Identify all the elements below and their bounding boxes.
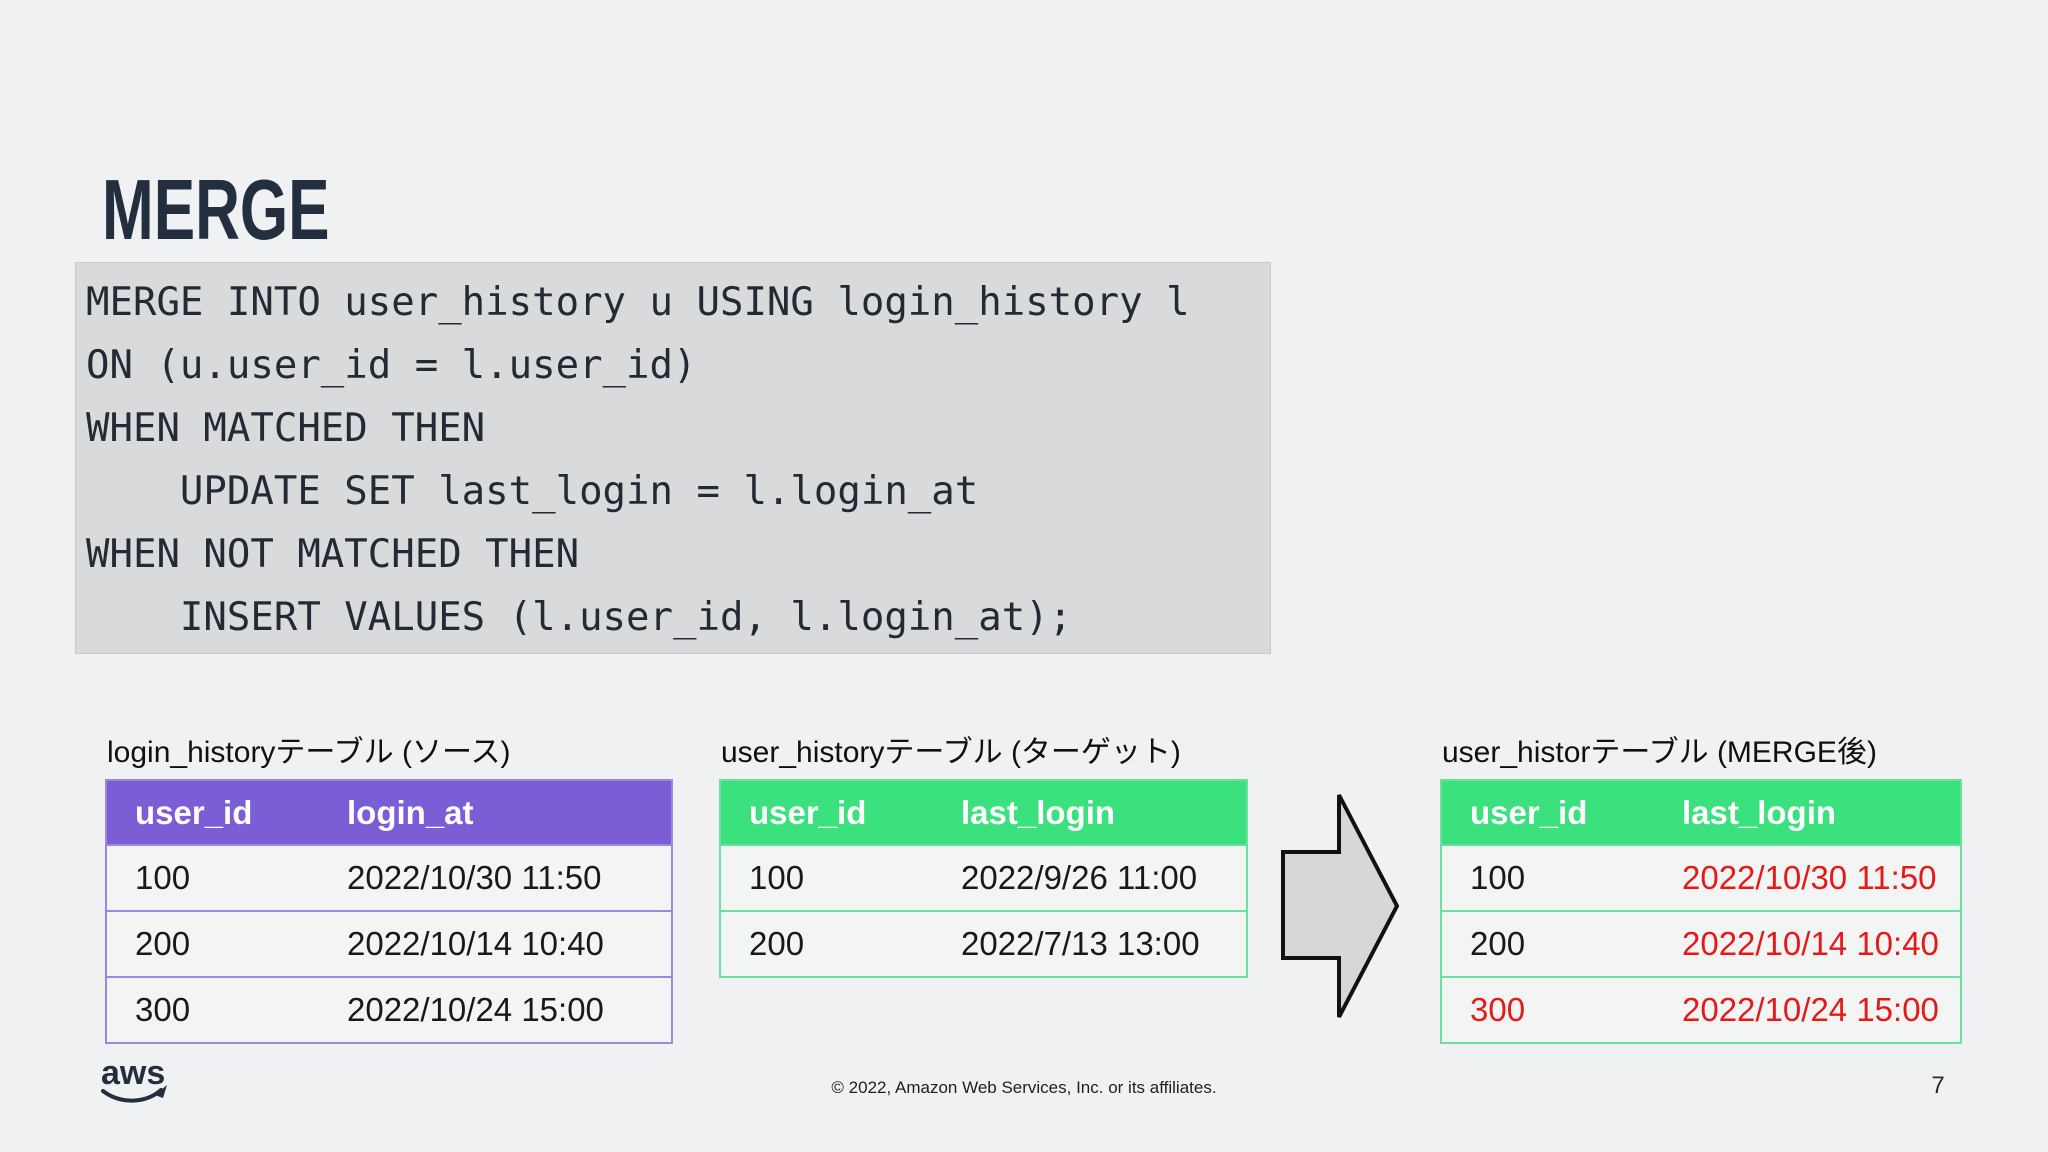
table-cell: 300	[1441, 976, 1654, 1043]
column-header: user_id	[720, 780, 933, 845]
sql-code: MERGE INTO user_history u USING login_hi…	[86, 280, 1190, 640]
column-header: user_id	[1441, 780, 1654, 845]
table-cell: 300	[106, 976, 319, 1043]
aws-logo: aws	[101, 1054, 167, 1103]
table-cell: 2022/7/13 13:00	[933, 910, 1247, 977]
page-title: MERGE	[102, 163, 330, 258]
table-cell: 200	[720, 910, 933, 977]
table-cell: 2022/10/30 11:50	[319, 844, 672, 911]
table-cell: 2022/10/14 10:40	[319, 910, 672, 977]
table-cell: 2022/10/24 15:00	[1654, 976, 1961, 1043]
aws-smile-icon	[101, 1088, 163, 1103]
column-header: user_id	[106, 780, 319, 845]
table-cell: 2022/9/26 11:00	[933, 844, 1247, 911]
target-table-title: user_historyテーブル (ターゲット)	[721, 736, 1181, 769]
table-cell: 2022/10/14 10:40	[1654, 910, 1961, 977]
table-cell: 2022/10/24 15:00	[319, 976, 672, 1043]
source-table-title: login_historyテーブル (ソース)	[107, 736, 511, 769]
page-number: 7	[1931, 1072, 1945, 1099]
table-cell: 200	[106, 910, 319, 977]
table-cell: 100	[1441, 844, 1654, 911]
column-header: last_login	[933, 780, 1247, 845]
copyright-text: © 2022, Amazon Web Services, Inc. or its…	[831, 1078, 1217, 1097]
table-cell: 100	[106, 844, 319, 911]
column-header: login_at	[319, 780, 672, 845]
column-header: last_login	[1654, 780, 1961, 845]
sql-code-block: MERGE INTO user_history u USING login_hi…	[75, 262, 1271, 654]
table-cell: 100	[720, 844, 933, 911]
table-cell: 2022/10/30 11:50	[1654, 844, 1961, 911]
table-cell: 200	[1441, 910, 1654, 977]
merged-table-title: user_historテーブル (MERGE後)	[1442, 736, 1877, 769]
merge-arrow-icon	[1281, 794, 1400, 1018]
aws-logo-text: aws	[101, 1054, 165, 1092]
aws-smile-arrow-tip	[155, 1085, 167, 1098]
